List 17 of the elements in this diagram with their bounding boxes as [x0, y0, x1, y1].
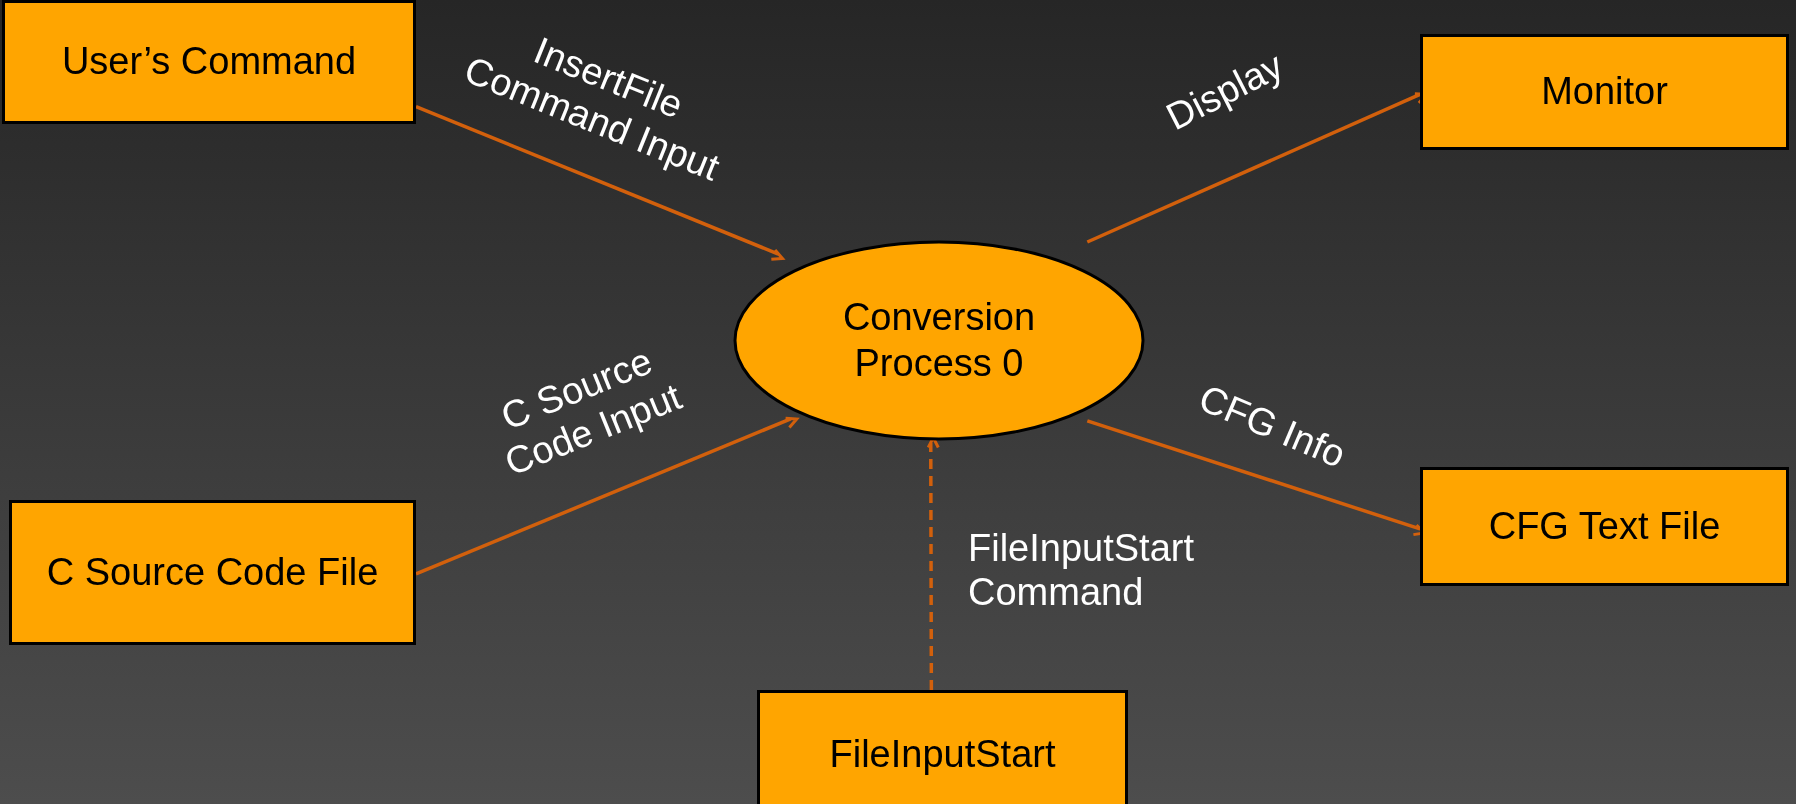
node-label: CFG Text File — [1488, 503, 1721, 549]
process-box — [2, 0, 416, 124]
edge-label: FileInputStart Command — [968, 527, 1195, 615]
node-label: Conversion Process 0 — [841, 294, 1037, 386]
node-label: Monitor — [1541, 69, 1668, 115]
node-label: C Source Code File — [46, 549, 379, 595]
arrow — [415, 417, 798, 576]
process-box — [9, 500, 416, 645]
process-ellipse — [733, 240, 1145, 441]
process-box — [1420, 34, 1789, 150]
process-box — [757, 690, 1128, 804]
node-label: User’s Command — [61, 39, 357, 85]
arrow — [415, 105, 784, 261]
process-box — [1420, 467, 1789, 586]
edge-label: C Source Code Input — [494, 338, 688, 486]
edge-label: CFG Info — [1192, 375, 1353, 478]
node-label: FileInputStart — [829, 732, 1056, 778]
